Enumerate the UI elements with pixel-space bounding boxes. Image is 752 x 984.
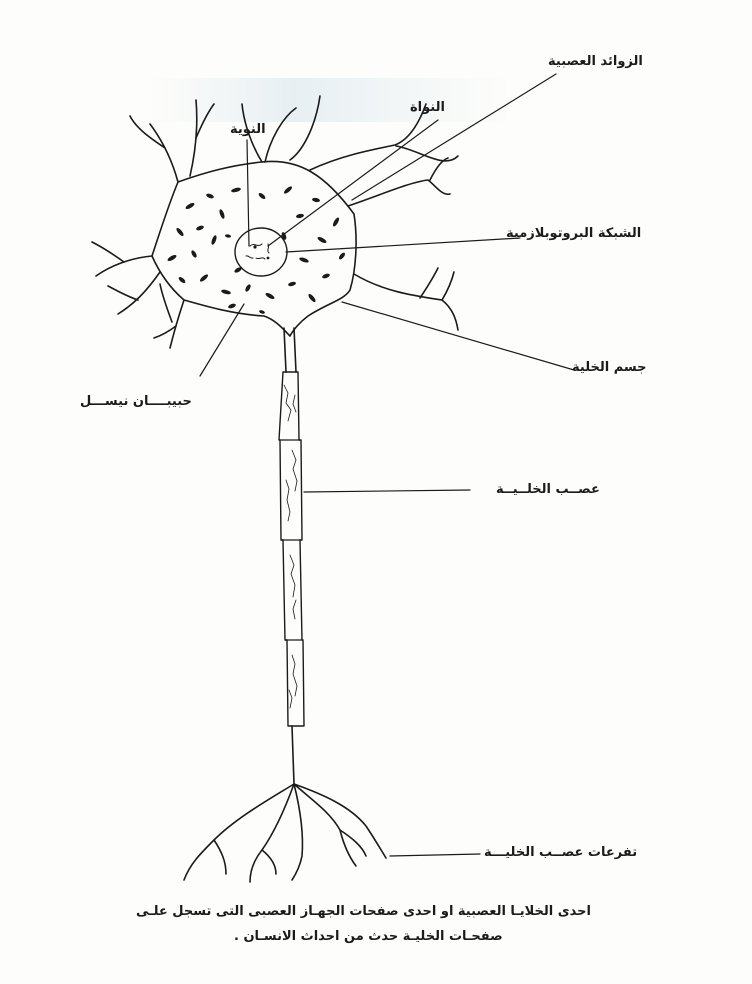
pointer-nucleolus [247, 140, 249, 246]
pointer-cell-body [342, 302, 574, 370]
axon [279, 328, 304, 784]
axon-terminals [184, 784, 386, 882]
label-protoplasmic-network: الشبكة البروتوبلازمية [506, 226, 641, 241]
nucleus [235, 228, 287, 276]
pointer-dendrites [352, 74, 556, 200]
pointer-nissl [200, 304, 244, 376]
pointer-axon [304, 490, 470, 492]
label-dendrites: الزوائد العصبية [548, 54, 643, 69]
label-nucleus: النواة [410, 100, 445, 115]
label-axon: عصــب الخلــيــة [496, 482, 600, 497]
label-cell-body: جسم الخلية [572, 360, 647, 375]
pointer-terminals [390, 854, 480, 856]
caption-line-2: صفحـات الخليـة حدث من احداث الانسـان . [234, 929, 503, 944]
cell-body-outline [152, 161, 356, 336]
label-nucleolus: النوية [230, 122, 266, 137]
dendrites [92, 96, 458, 348]
label-nissl-granules: حبيبــــان نيســـل [80, 394, 192, 409]
label-axon-branches: تفرعات عصــب الخليـــة [484, 845, 637, 860]
caption-line-1: احدى الخلايـا العصبية او احدى صفحات الجه… [136, 904, 591, 919]
